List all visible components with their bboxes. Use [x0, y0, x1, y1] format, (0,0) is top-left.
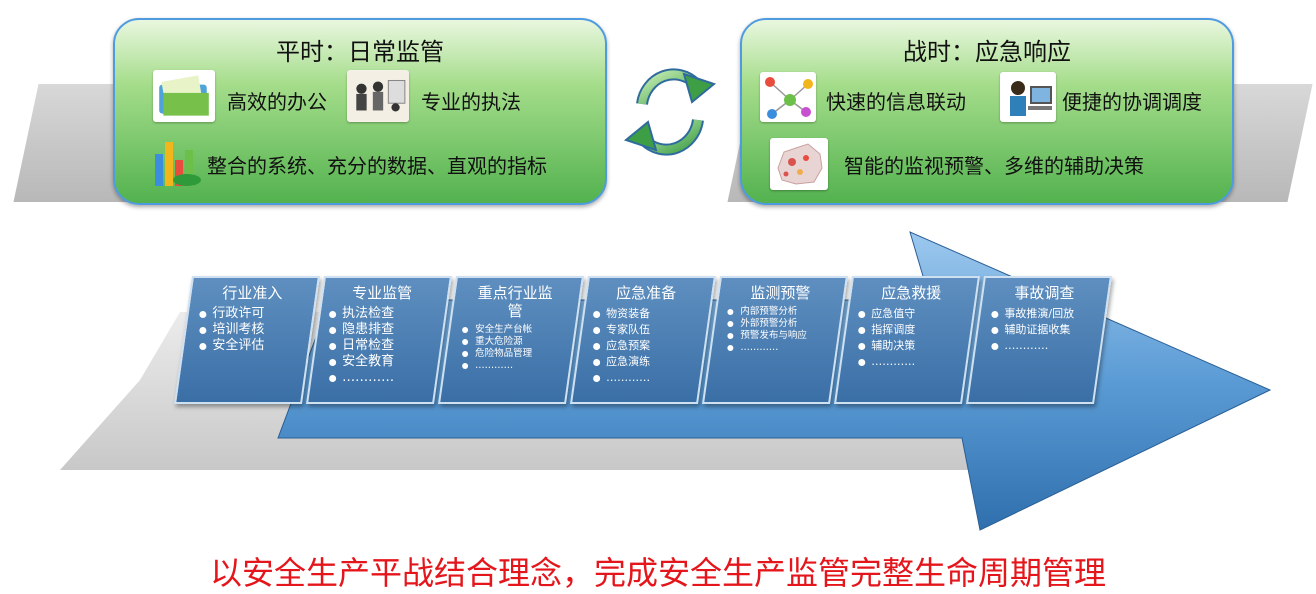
- stage-item: 辅助决策: [857, 338, 965, 354]
- stage-industry-access: 行业准入 行政许可 培训考核 安全评估: [174, 276, 320, 404]
- wartime-feature-dispatch: 便捷的协调调度: [1062, 90, 1202, 114]
- stage-key-industry-supervision: 重点行业监管 安全生产台帐 重大危险源 危险物品管理 …………: [438, 276, 584, 404]
- stage-item: 应急预案: [592, 338, 700, 354]
- stage-item: 辅助证据收集: [990, 322, 1098, 338]
- stage-item: 安全评估: [198, 338, 306, 354]
- wartime-panel: 战时：应急响应 快速的信息联动 便捷的协调调度 智能的监视预警、多维的辅助决策: [740, 18, 1234, 205]
- stage-item: 物资装备: [592, 306, 700, 322]
- stage-emergency-rescue: 应急救援 应急值守 指挥调度 辅助决策 …………: [834, 276, 980, 404]
- stage-title: 事故调查: [1014, 284, 1075, 302]
- bar-chart-icon: [151, 134, 203, 188]
- peacetime-feature-integration: 整合的系统、充分的数据、直观的指标: [207, 154, 547, 178]
- stage-item: 行政许可: [198, 306, 306, 322]
- peacetime-title: 平时：日常监管: [276, 38, 444, 66]
- stage-item: 应急值守: [857, 306, 965, 322]
- stage-item: …………: [726, 342, 834, 354]
- stage-item: 执法检查: [328, 306, 436, 322]
- peacetime-feature-office: 高效的办公: [227, 90, 327, 114]
- stage-professional-supervision: 专业监管 执法检查 隐患排查 日常检查 安全教育 …………: [306, 276, 452, 404]
- stage-item: 安全教育: [328, 354, 436, 370]
- stage-monitoring-warning: 监测预警 内部预警分析 外部预警分析 预警发布与响应 …………: [702, 276, 848, 404]
- stage-accident-investigation: 事故调查 事故推演/回放 辅助证据收集 …………: [966, 276, 1112, 404]
- wartime-feature-monitoring: 智能的监视预警、多维的辅助决策: [844, 154, 1144, 178]
- stage-item: …………: [990, 338, 1098, 354]
- stage-item: 指挥调度: [857, 322, 965, 338]
- stage-item: 事故推演/回放: [990, 306, 1098, 322]
- stage-item: …………: [461, 360, 569, 372]
- dispatcher-person-icon: [1000, 72, 1056, 122]
- slogan-text: 以安全生产平战结合理念，完成安全生产监管完整生命周期管理: [209, 554, 1106, 592]
- network-nodes-icon: [760, 72, 816, 122]
- stage-item: 隐患排查: [328, 322, 436, 338]
- stage-item: 安全生产台帐: [461, 324, 569, 336]
- region-map-icon: [770, 138, 828, 190]
- office-folder-icon: [153, 70, 215, 122]
- stage-title: 应急准备: [616, 284, 677, 302]
- stage-title: 专业监管: [352, 284, 413, 302]
- stage-item: …………: [857, 354, 965, 370]
- stage-item: 危险物品管理: [461, 348, 569, 360]
- peacetime-panel: 平时：日常监管 高效的办公 专业的执法 整合的系统、充分的数据、直观的指标: [113, 18, 607, 205]
- stage-title: 重点行业监管: [477, 284, 553, 320]
- stage-title: 行业准入: [222, 284, 283, 302]
- stage-item: …………: [328, 370, 436, 386]
- stage-emergency-preparation: 应急准备 物资装备 专家队伍 应急预案 应急演练 …………: [570, 276, 716, 404]
- peacetime-feature-enforcement: 专业的执法: [421, 90, 521, 114]
- stage-item: 专家队伍: [592, 322, 700, 338]
- stage-item: …………: [592, 370, 700, 386]
- stage-item: 应急演练: [592, 354, 700, 370]
- stage-item: 重大危险源: [461, 336, 569, 348]
- stage-item: 预警发布与响应: [726, 330, 834, 342]
- stage-item: 培训考核: [198, 322, 306, 338]
- wartime-title: 战时：应急响应: [903, 38, 1071, 66]
- cycle-arrows-icon: [623, 68, 717, 156]
- stage-item: 外部预警分析: [726, 318, 834, 330]
- stage-item: 内部预警分析: [726, 306, 834, 318]
- law-enforcement-team-icon: [347, 70, 409, 122]
- wartime-feature-linkage: 快速的信息联动: [826, 90, 966, 114]
- stage-item: 日常检查: [328, 338, 436, 354]
- stage-title: 监测预警: [750, 284, 811, 302]
- stage-title: 应急救援: [881, 284, 942, 302]
